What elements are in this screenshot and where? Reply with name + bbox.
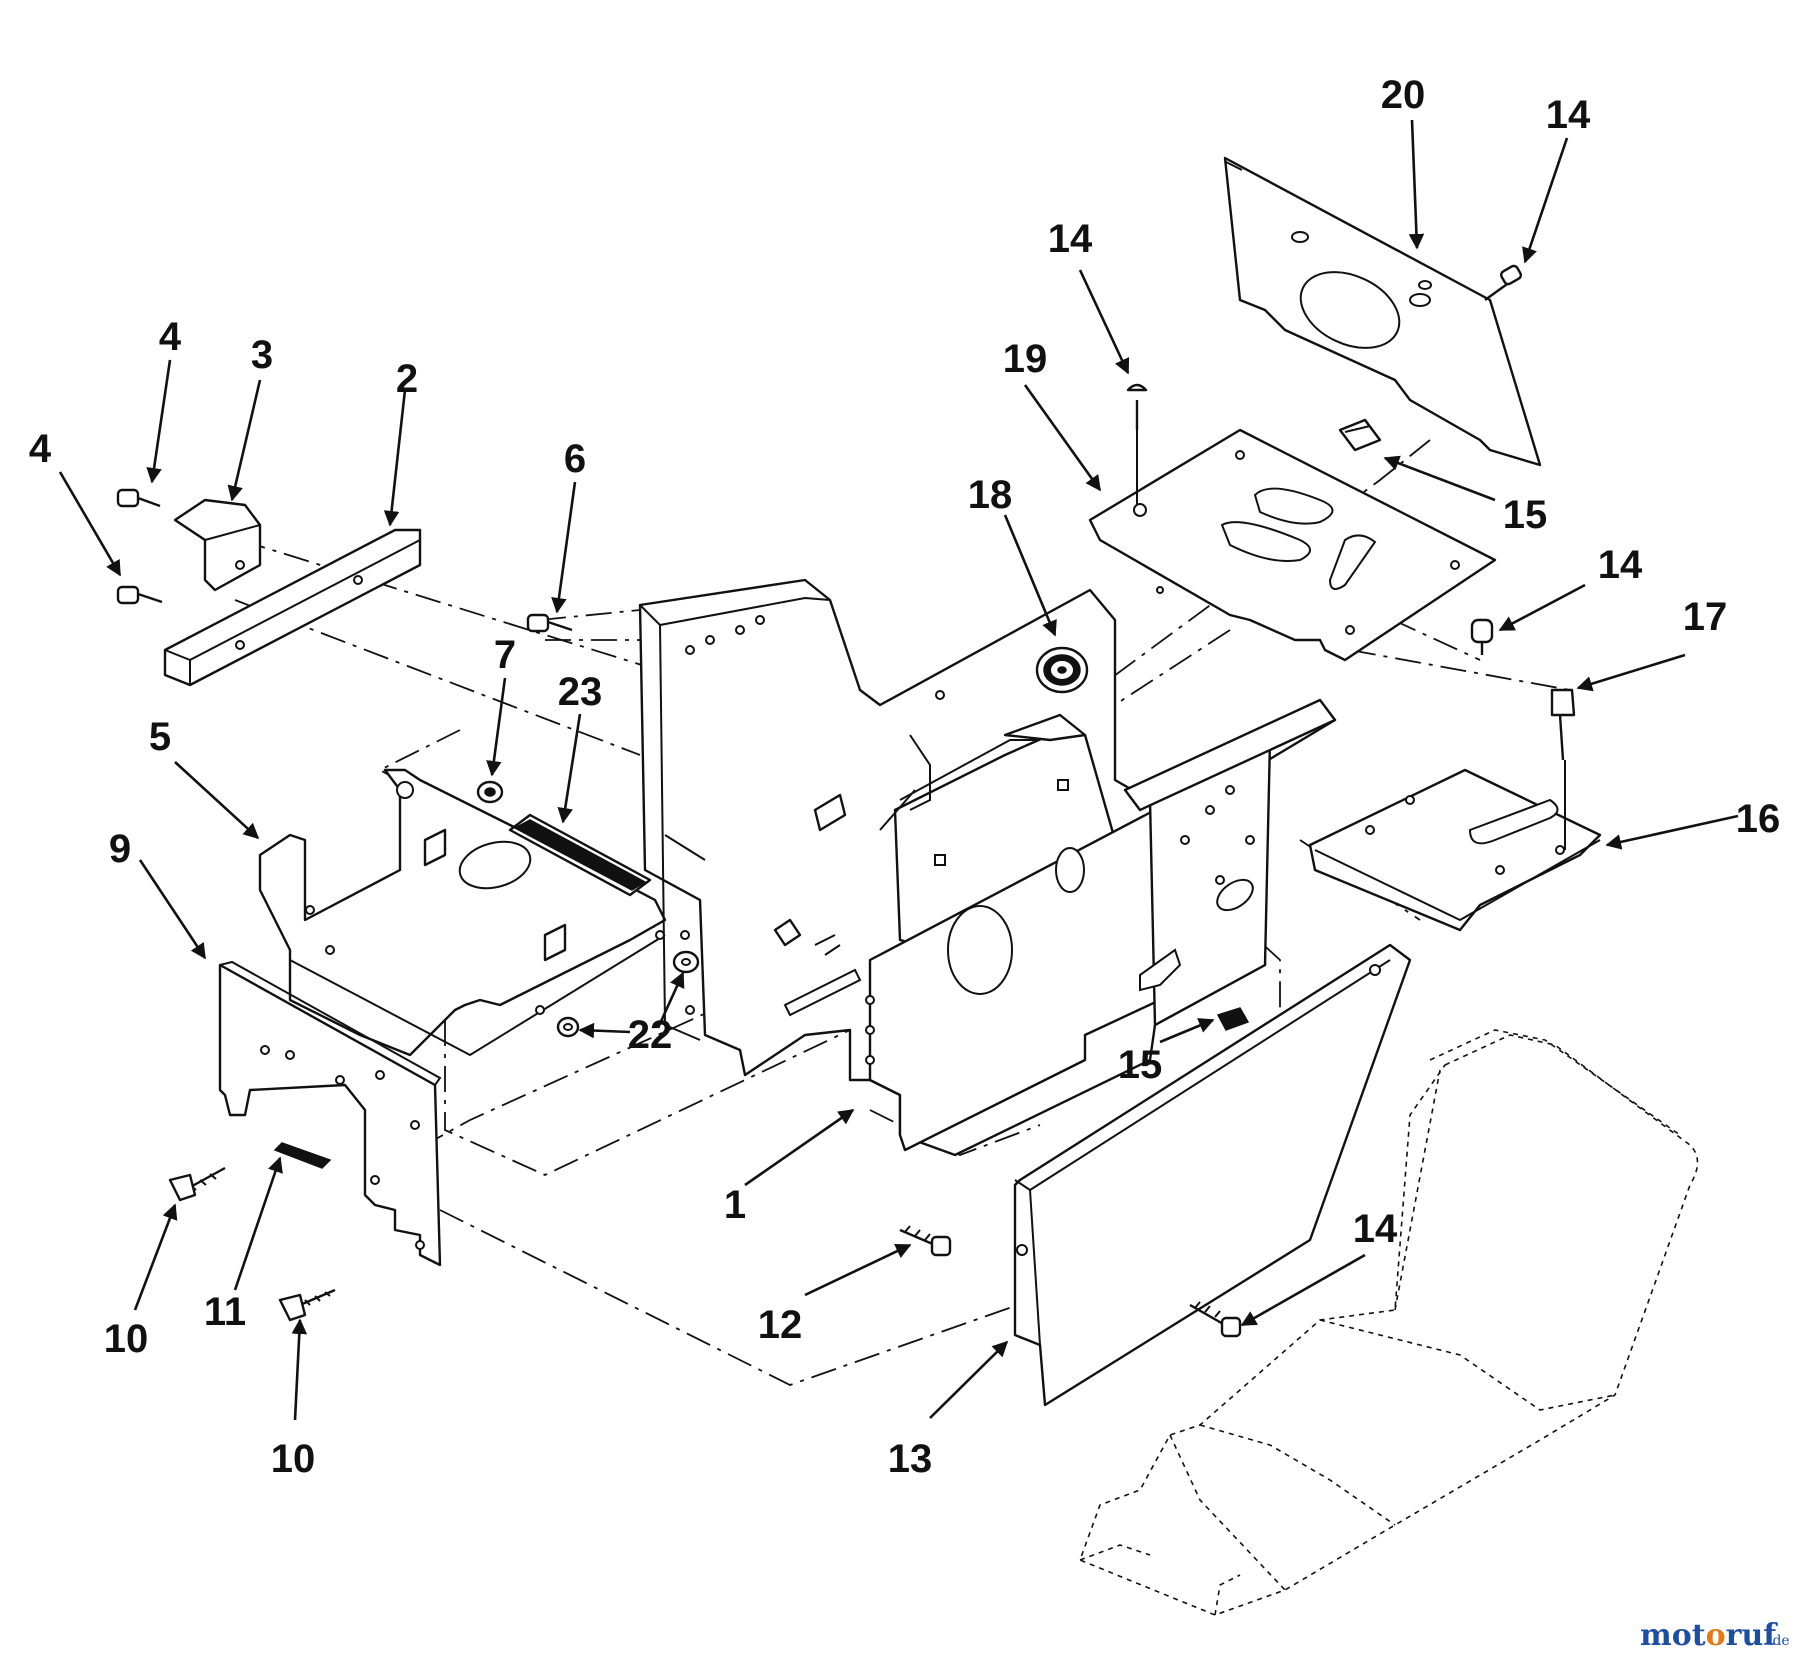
callout-14-lower: 14 xyxy=(1353,1207,1398,1251)
part-17-bolt xyxy=(1550,688,1576,850)
part-13-side-panel xyxy=(1013,943,1412,1407)
callout-6: 6 xyxy=(564,437,586,481)
part-12-screw xyxy=(899,1225,952,1257)
part-6-screw xyxy=(526,613,573,633)
callout-22: 22 xyxy=(628,1013,673,1057)
part-1-main-frame xyxy=(638,578,1337,1157)
part-3-bracket xyxy=(173,498,262,592)
part-16-floor-plate xyxy=(1308,768,1602,932)
part-15-clip-upper xyxy=(1338,418,1382,452)
callout-3: 3 xyxy=(251,333,273,377)
callout-20: 20 xyxy=(1381,73,1426,117)
callout-13: 13 xyxy=(888,1437,933,1481)
callout-15-upper: 15 xyxy=(1503,493,1548,537)
part-10-bolt-upper xyxy=(168,1166,226,1202)
callout-11: 11 xyxy=(204,1290,246,1334)
part-14-screw-lower xyxy=(1189,1301,1242,1338)
callout-2: 2 xyxy=(396,357,418,401)
part-18-pulley xyxy=(1035,646,1089,694)
callout-10-upper: 10 xyxy=(104,1317,149,1361)
part-15-clip-lower xyxy=(1216,1007,1250,1031)
part-22-washer-lower xyxy=(556,1016,580,1038)
callout-9: 9 xyxy=(109,827,131,871)
part-20-panel xyxy=(1223,156,1542,467)
part-9-plate xyxy=(218,960,442,1267)
callout-arrows xyxy=(58,119,1739,1421)
svg-text:.de: .de xyxy=(1768,1633,1790,1649)
part-19-plate xyxy=(1088,428,1497,662)
callout-14-side-screw: 14 xyxy=(1598,543,1643,587)
callout-16: 16 xyxy=(1736,797,1781,841)
callout-12: 12 xyxy=(758,1303,803,1347)
part-4-bolt-lower xyxy=(116,585,163,605)
part-11-key xyxy=(273,1142,332,1169)
part-2-rail xyxy=(163,528,422,687)
callout-14-plate-screw: 14 xyxy=(1048,217,1093,261)
callout-15-lower: 15 xyxy=(1118,1043,1163,1087)
callout-14-top-right: 14 xyxy=(1546,93,1591,137)
callout-labels: 20 14 14 19 18 15 14 17 16 4 3 2 4 6 7 2… xyxy=(29,73,1780,1481)
part-22-washer-upper xyxy=(672,950,700,974)
callout-10-lower: 10 xyxy=(271,1437,316,1481)
part-23-strip xyxy=(508,813,652,897)
watermark-logo: motoruf .de xyxy=(1640,1618,1790,1653)
part-14-screw xyxy=(1484,264,1523,301)
part-7-nut xyxy=(476,780,504,804)
callout-7: 7 xyxy=(494,633,516,677)
part-14-screw-plate xyxy=(1126,383,1148,505)
callout-18: 18 xyxy=(968,473,1013,517)
callout-23: 23 xyxy=(558,670,603,714)
svg-text:motoruf: motoruf xyxy=(1640,1618,1778,1653)
part-4-bolt-upper xyxy=(116,488,161,508)
callout-1: 1 xyxy=(724,1183,746,1227)
callout-17: 17 xyxy=(1683,595,1728,639)
part-10-bolt-lower xyxy=(278,1288,336,1322)
part-14-screw-side xyxy=(1470,618,1494,655)
callout-4-lower: 4 xyxy=(29,427,52,471)
phantom-floor-pan xyxy=(1078,1029,1699,1616)
callout-5: 5 xyxy=(149,715,171,759)
callout-19: 19 xyxy=(1003,337,1048,381)
part-5-plate xyxy=(258,768,667,1057)
callout-4-upper: 4 xyxy=(159,315,182,359)
